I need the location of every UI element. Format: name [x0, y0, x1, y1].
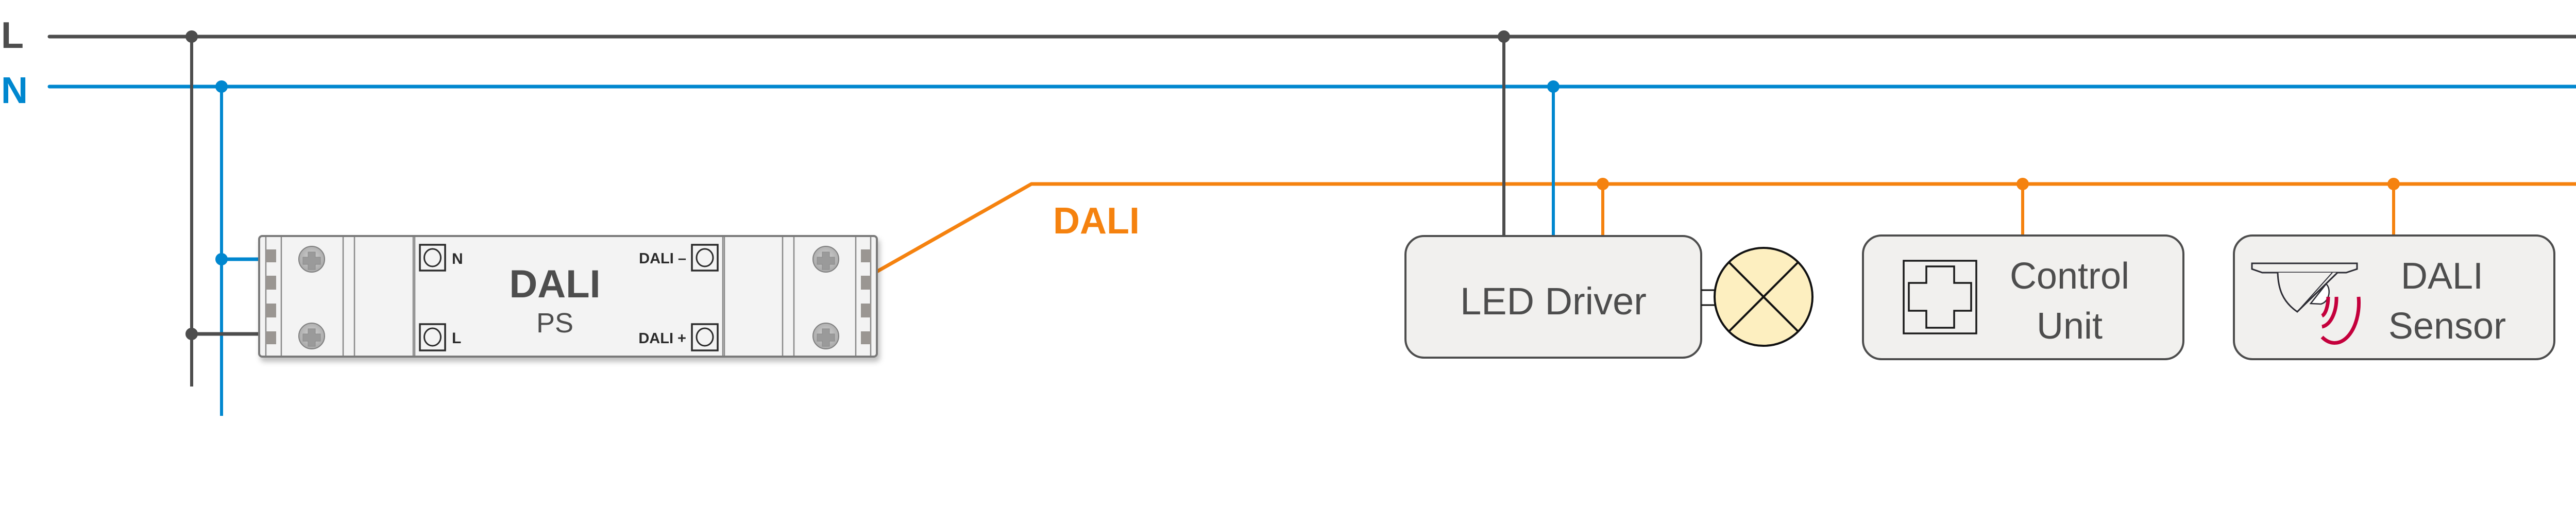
control-unit-label-line2: Unit — [2037, 306, 2103, 347]
control-unit-label-line1: Control — [2010, 256, 2129, 297]
junction-dot — [1597, 178, 1609, 190]
terminal-n[interactable]: N — [419, 244, 463, 272]
terminal-hole-icon — [423, 248, 442, 267]
terminal-box-icon — [691, 323, 719, 351]
screw-icon — [812, 246, 839, 273]
bus-label-l-left: L — [1, 15, 24, 56]
motion-sensor-icon — [2251, 262, 2361, 345]
terminal-l[interactable]: L — [419, 323, 461, 351]
led-driver-box — [1404, 235, 1702, 359]
device-control-unit[interactable]: Control Unit — [1862, 234, 2184, 360]
junction-dot — [1498, 30, 1510, 43]
junction-dot — [1547, 80, 1560, 93]
bus-label-n-left: N — [1, 70, 28, 111]
device-led-driver[interactable]: LED Driver — [1404, 235, 1702, 359]
ps-title: DALI — [509, 262, 600, 306]
terminal-dali-plus-label: DALI + — [638, 330, 686, 347]
terminal-box-icon — [691, 244, 719, 272]
junction-dot — [215, 253, 228, 265]
terminal-dali-minus[interactable]: DALI – — [639, 244, 719, 272]
control-unit-box — [1862, 234, 2184, 360]
terminal-box-icon — [419, 323, 446, 351]
junction-dot — [185, 328, 198, 340]
device-dali-sensor[interactable]: DALI Sensor — [2233, 234, 2555, 360]
terminal-dali-minus-label: DALI – — [639, 250, 686, 267]
control-unit-icon — [1903, 260, 1977, 334]
sensor-label-line1: DALI — [2401, 256, 2483, 297]
bus-line-dali — [875, 182, 2576, 274]
terminal-hole-icon — [696, 248, 714, 267]
junction-dot — [2387, 178, 2400, 190]
ps-vent-tabs — [266, 249, 871, 344]
lamp-icon — [1701, 247, 1814, 347]
terminal-l-label: L — [452, 330, 461, 347]
terminal-hole-icon — [696, 327, 714, 347]
terminal-hole-icon — [423, 327, 442, 347]
screw-icon — [298, 246, 325, 273]
terminal-dali-plus[interactable]: DALI + — [638, 323, 719, 351]
terminal-box-icon — [419, 244, 446, 272]
dali-power-supply[interactable]: N L DALI – DALI + DALI PS — [258, 235, 878, 358]
bus-label-dali-mid: DALI — [1053, 200, 1140, 242]
screw-icon — [298, 323, 325, 349]
ps-subtitle: PS — [536, 308, 573, 339]
led-driver-label: LED Driver — [1460, 280, 1647, 323]
junction-dot — [185, 30, 198, 43]
junction-dot — [215, 80, 228, 93]
terminal-n-label: N — [452, 250, 463, 267]
junction-dot — [2016, 178, 2029, 190]
sensor-label-line2: Sensor — [2388, 306, 2506, 347]
screw-icon — [812, 323, 839, 349]
